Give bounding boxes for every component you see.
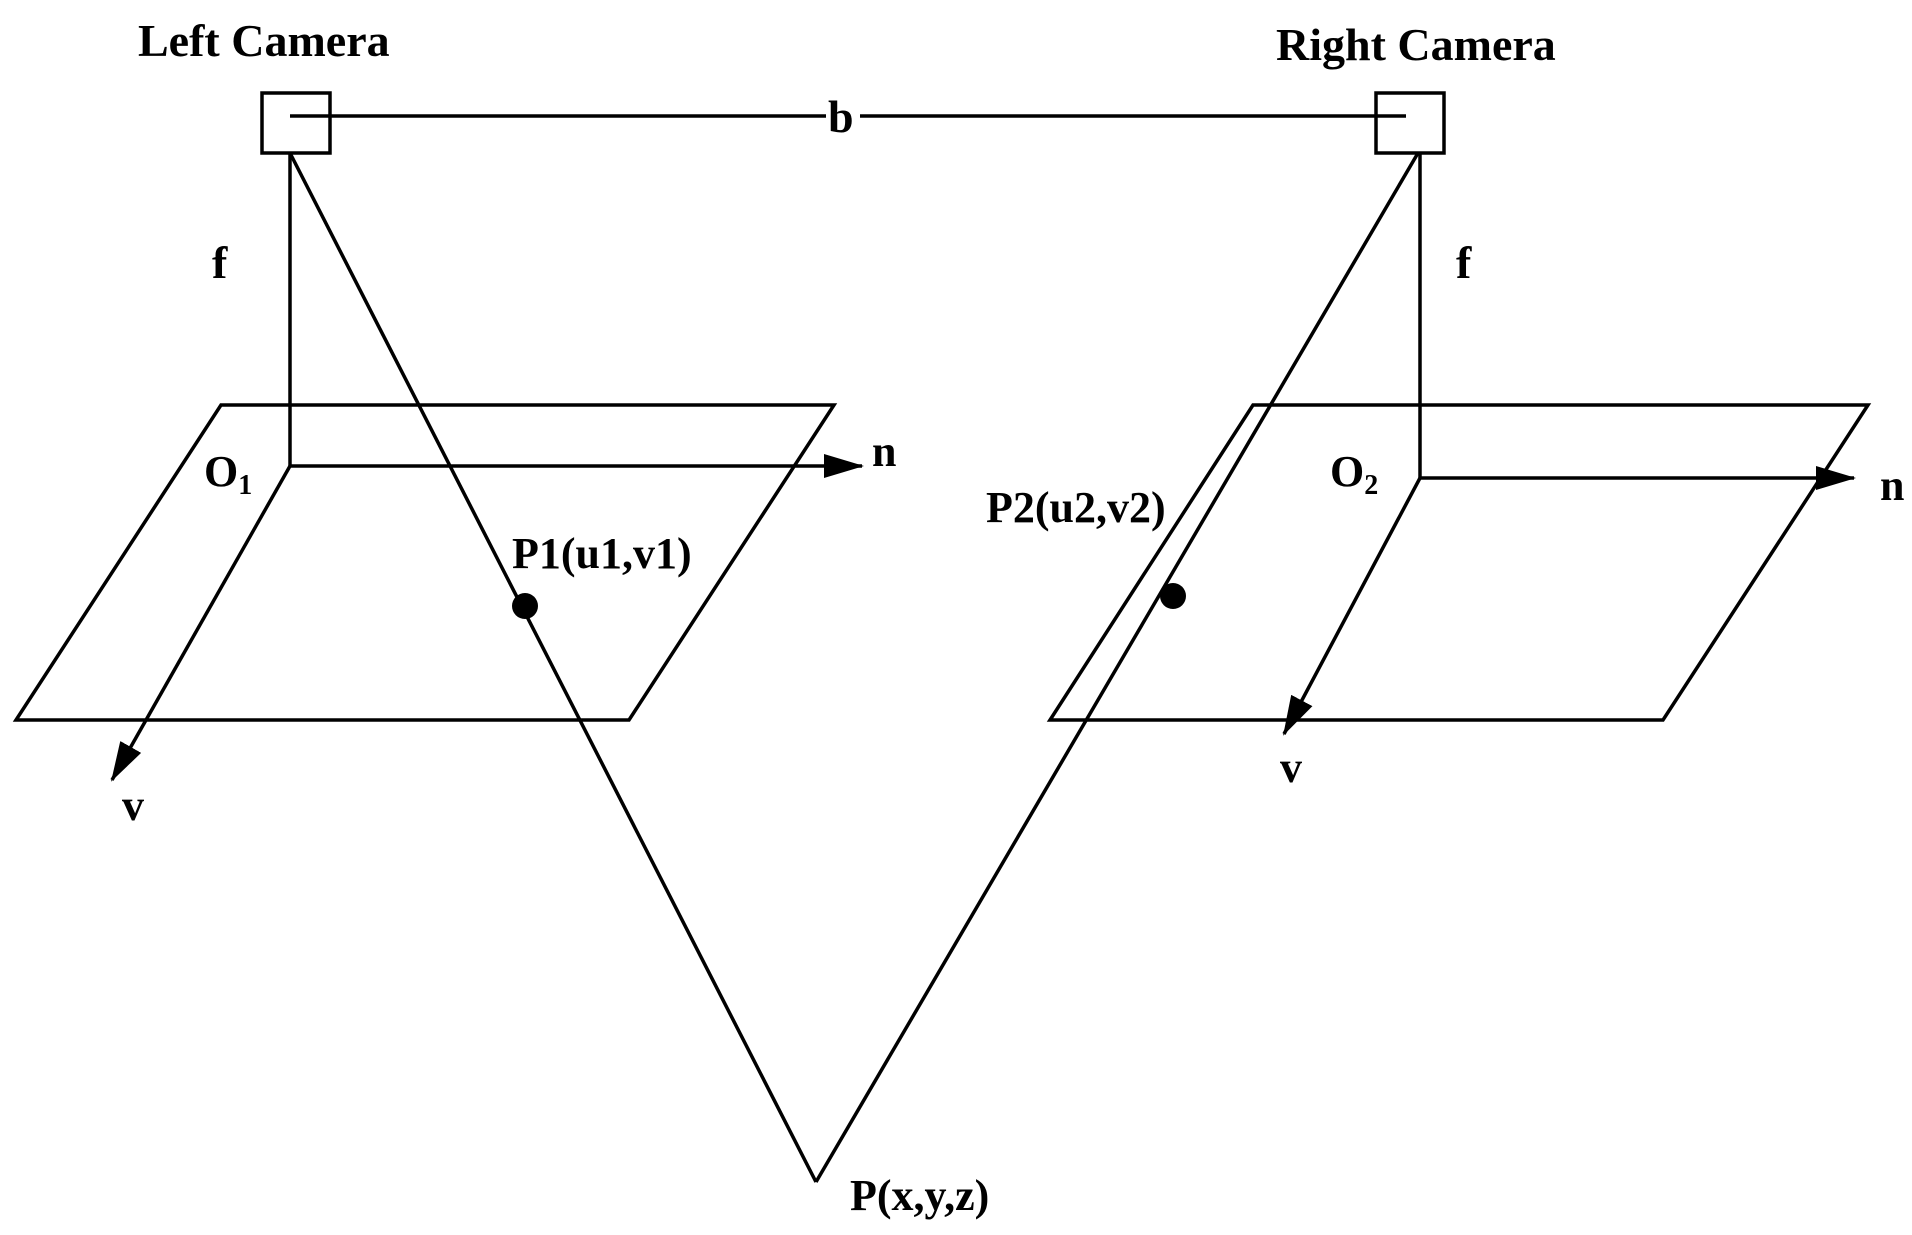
point-p2-label: P2(u2,v2) xyxy=(986,483,1166,532)
baseline-label-bg xyxy=(826,92,860,140)
right-camera-label: Right Camera xyxy=(1276,19,1556,70)
left-image-plane xyxy=(12,403,838,722)
right-projection-ray xyxy=(814,152,1420,1183)
right-n-label: n xyxy=(1880,461,1904,510)
right-v-axis xyxy=(1282,477,1422,736)
left-camera-box xyxy=(260,91,332,155)
point-p2-dot xyxy=(1160,583,1186,609)
right-camera-box xyxy=(1374,91,1446,155)
origin-right-label: O2 xyxy=(1330,447,1378,501)
left-v-label: v xyxy=(122,781,144,830)
right-v-label: v xyxy=(1280,743,1302,792)
right-image-plane xyxy=(1046,403,1872,722)
point-p1-label: P1(u1,v1) xyxy=(512,529,692,578)
left-camera-label: Left Camera xyxy=(138,15,390,66)
left-v-axis xyxy=(110,465,292,782)
left-projection-ray xyxy=(288,152,818,1183)
point-p1-dot xyxy=(512,593,538,619)
point-p-label: P(x,y,z) xyxy=(850,1171,989,1220)
baseline-label: b xyxy=(828,91,854,142)
focal-left-label: f xyxy=(212,237,228,288)
left-n-label: n xyxy=(872,427,896,476)
origin-left-label: O1 xyxy=(204,447,252,501)
focal-right-label: f xyxy=(1456,237,1472,288)
